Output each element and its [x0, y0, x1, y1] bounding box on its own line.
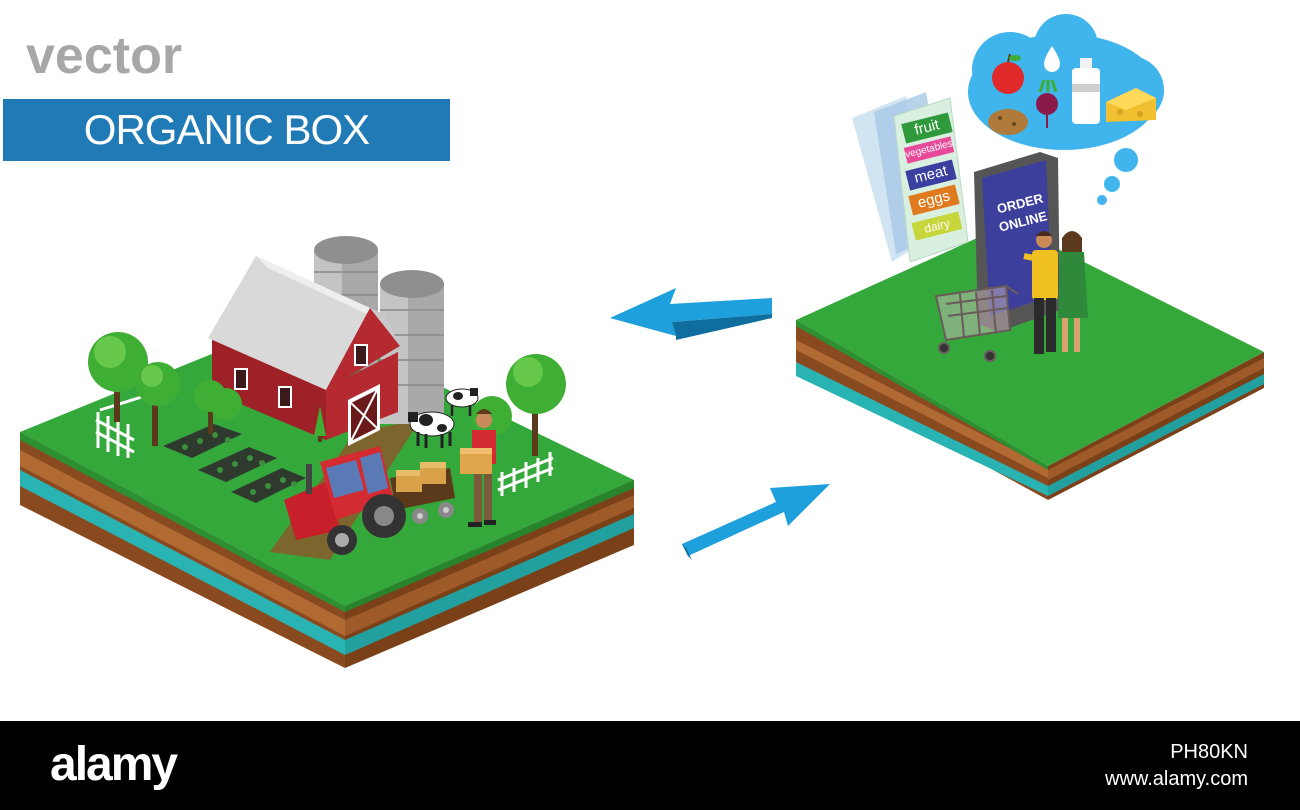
image-id: PH80KN [1170, 741, 1248, 763]
tractor [284, 446, 455, 555]
cow-1 [408, 411, 455, 448]
tree-3 [194, 380, 242, 434]
potato-icon [988, 109, 1028, 135]
milk-bottle-icon [1072, 58, 1100, 124]
woman-customer [1058, 231, 1088, 352]
farmer [460, 409, 496, 527]
milk-drop-icon [1044, 46, 1060, 72]
shopping-cart [934, 284, 1019, 362]
fence-right [497, 452, 554, 496]
arrow-left [610, 288, 772, 340]
cheese-icon [1106, 88, 1156, 122]
garden-beds [163, 424, 306, 503]
apple-icon [992, 53, 1024, 94]
tree-5 [314, 406, 326, 442]
cow-2 [445, 388, 479, 416]
tree-1 [88, 332, 148, 422]
alamy-logo[interactable]: alamy [50, 738, 178, 791]
barn [208, 256, 402, 446]
heading-vector: vector [26, 27, 183, 85]
farm-island [20, 236, 634, 668]
footer-bar: alamy PH80KN www.alamy.com [0, 721, 1300, 810]
footer-url[interactable]: www.alamy.com [1105, 768, 1248, 790]
fence-left [95, 394, 146, 458]
tree-4 [506, 354, 566, 456]
heading-banner: ORGANIC BOX DELIVERY [3, 99, 450, 215]
illustration [20, 14, 1264, 668]
order-island [796, 224, 1264, 500]
man-customer [1023, 231, 1058, 354]
beet-icon [1036, 79, 1058, 128]
tree-2 [136, 362, 180, 446]
arrow-right [682, 484, 830, 560]
